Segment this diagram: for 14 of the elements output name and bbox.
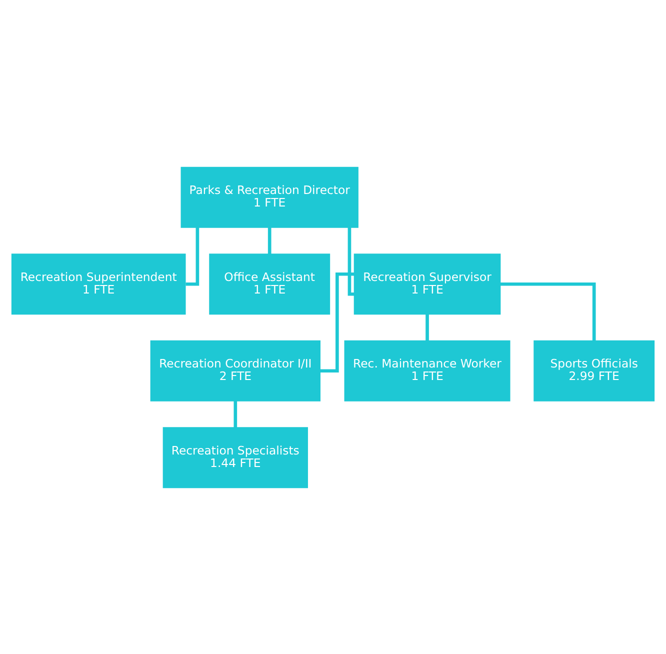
connector — [500, 282, 596, 340]
node-box: Recreation Supervisor 1 FTE — [354, 253, 501, 314]
node-box: Sports Officials 2.99 FTE — [534, 340, 655, 401]
connector — [426, 314, 429, 340]
connector — [234, 400, 238, 428]
connector — [268, 226, 272, 254]
connector — [186, 226, 200, 286]
node-box: Rec. Maintenance Worker 1 FTE — [344, 340, 510, 401]
node-box: Parks & Recreation Director 1 FTE — [180, 166, 358, 228]
node-box: Recreation Superintendent 1 FTE — [11, 253, 186, 314]
node-box: Recreation Coordinator I/II 2 FTE — [150, 340, 320, 401]
connector — [348, 226, 354, 296]
node-box: Office Assistant 1 FTE — [209, 253, 330, 314]
node-box: Recreation Specialists 1.44 FTE — [162, 426, 308, 488]
